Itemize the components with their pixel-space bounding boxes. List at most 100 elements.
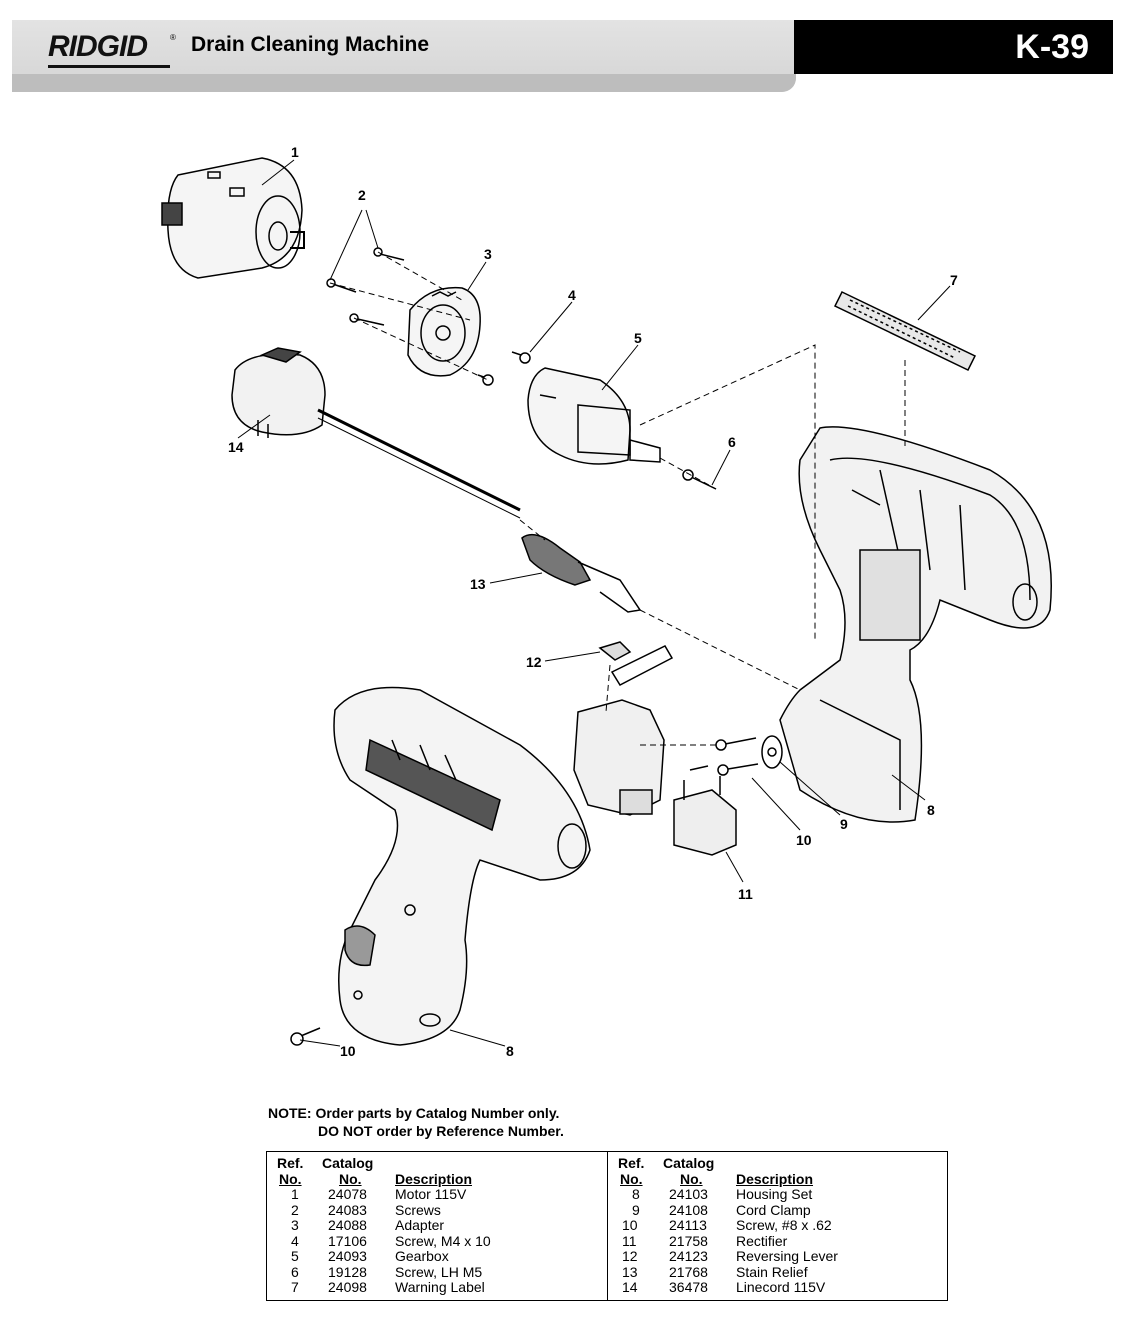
table-header-row-top: Ref.Catalog [267, 1155, 607, 1172]
part-description: Housing Set [736, 1186, 813, 1202]
registered-mark: ® [170, 33, 176, 42]
table-row: 10 24113 Screw, #8 x .62 [608, 1217, 948, 1234]
table-header-row-bottom: No. No. Description [267, 1170, 607, 1188]
callouts: 1 2 3 4 5 6 7 8 8 9 10 10 11 12 13 14 [228, 144, 958, 1059]
part-description: Linecord 115V [736, 1279, 826, 1295]
ref-header-top: Ref. [618, 1155, 645, 1171]
brand-logo: RIDGID [48, 30, 148, 63]
catalog-number: 24108 [669, 1201, 708, 1218]
callout-5: 5 [634, 330, 642, 346]
catalog-number: 24083 [328, 1201, 367, 1218]
cord-clamp-part [761, 735, 783, 769]
header-strip [12, 74, 796, 92]
part-description: Rectifier [736, 1232, 788, 1249]
table-row: 6 19128 Screw, LH M5 [267, 1263, 607, 1281]
part-description: Screw, M4 x 10 [395, 1232, 491, 1249]
description-header: Description [736, 1170, 814, 1187]
callout-13: 13 [470, 576, 486, 592]
part-description: Warning Label [395, 1279, 485, 1295]
catalog-number: 24103 [669, 1186, 708, 1202]
ref-number: 8 [632, 1186, 640, 1202]
part-description: Gearbox [395, 1248, 449, 1264]
logo-underline [48, 65, 170, 68]
description-header: Description [395, 1170, 473, 1187]
ref-number: 5 [291, 1248, 299, 1264]
table-header-row-bottom: No. No. Description [608, 1170, 948, 1188]
rectifier-part [673, 765, 737, 856]
callout-3: 3 [484, 246, 492, 262]
table-divider [607, 1152, 608, 1300]
gearbox-part [527, 367, 661, 465]
catalog-number: 24113 [669, 1217, 707, 1233]
callout-14: 14 [228, 439, 244, 455]
callout-9: 9 [840, 816, 848, 832]
ref-number: 1 [291, 1186, 299, 1202]
catalog-number: 21768 [669, 1263, 708, 1280]
leader-lines [237, 159, 951, 1047]
table-header-row-top: Ref. Catalog [608, 1155, 948, 1172]
screw-bottom-part [290, 1027, 321, 1046]
callout-11: 11 [738, 886, 753, 902]
callout-10-right: 10 [796, 832, 812, 848]
part-description: Screw, LH M5 [395, 1263, 483, 1280]
catalog-number: 19128 [328, 1263, 367, 1280]
catalog-header-bottom: No. [339, 1170, 362, 1187]
housing-left-part [333, 686, 591, 1046]
page-code: K-39 [1015, 28, 1089, 66]
ref-number: 3 [291, 1217, 299, 1233]
part-description: Stain Relief [736, 1263, 808, 1280]
table-row: 7 24098 Warning Label [267, 1279, 607, 1296]
part-description: Screw, #8 x .62 [736, 1217, 832, 1233]
motor-part [161, 157, 305, 279]
order-note: NOTE: Order parts by Catalog Number only… [268, 1104, 564, 1140]
part-description: Cord Clamp [736, 1201, 811, 1218]
ref-header-bottom: No. [279, 1170, 302, 1187]
callout-12: 12 [526, 654, 542, 670]
adapter-part [407, 286, 481, 377]
note-line-1: NOTE: Order parts by Catalog Number only… [268, 1105, 560, 1121]
page-title: Drain Cleaning Machine [191, 33, 430, 56]
part-description: Screws [395, 1201, 441, 1218]
ref-number: 6 [291, 1263, 299, 1280]
ref-number: 13 [622, 1263, 638, 1280]
table-row: 8 24103 Housing Set [608, 1186, 948, 1203]
catalog-number: 21758 [669, 1232, 708, 1249]
switch-part [573, 699, 665, 816]
callout-4: 4 [568, 287, 576, 303]
screws-part [326, 247, 405, 326]
ref-number: 10 [622, 1217, 638, 1233]
catalog-number: 24098 [328, 1279, 367, 1295]
ref-number: 7 [291, 1279, 299, 1295]
exploded-parts-diagram: 1 2 3 4 5 6 7 8 8 9 10 10 11 12 13 14 [161, 144, 1052, 1059]
callout-1: 1 [291, 144, 299, 160]
screw-m4-part [477, 351, 531, 386]
catalog-number: 24078 [328, 1186, 367, 1202]
warning-label-part [833, 291, 977, 371]
callout-8-right: 8 [927, 802, 935, 818]
ref-header-top: Ref. [277, 1155, 304, 1171]
housing-right-part [779, 426, 1052, 823]
catalog-number: 36478 [669, 1279, 708, 1295]
ref-number: 14 [622, 1279, 638, 1295]
table-row: 13 21768 Stain Relief [608, 1263, 948, 1281]
ref-header-bottom: No. [620, 1170, 643, 1187]
callout-6: 6 [728, 434, 736, 450]
reversing-lever-part [598, 641, 674, 686]
callout-10-left: 10 [340, 1043, 356, 1059]
part-description: Reversing Lever [736, 1248, 838, 1264]
table-row: 2 24083 Screws [267, 1201, 607, 1219]
catalog-number: 24088 [328, 1217, 367, 1233]
page-code-box: K-39 [794, 20, 1113, 74]
catalog-header-top: Catalog [663, 1155, 715, 1171]
ref-number: 2 [291, 1201, 299, 1218]
screw-lh-part [682, 469, 717, 490]
catalog-header-bottom: No. [680, 1170, 703, 1187]
linecord-part [231, 347, 521, 519]
